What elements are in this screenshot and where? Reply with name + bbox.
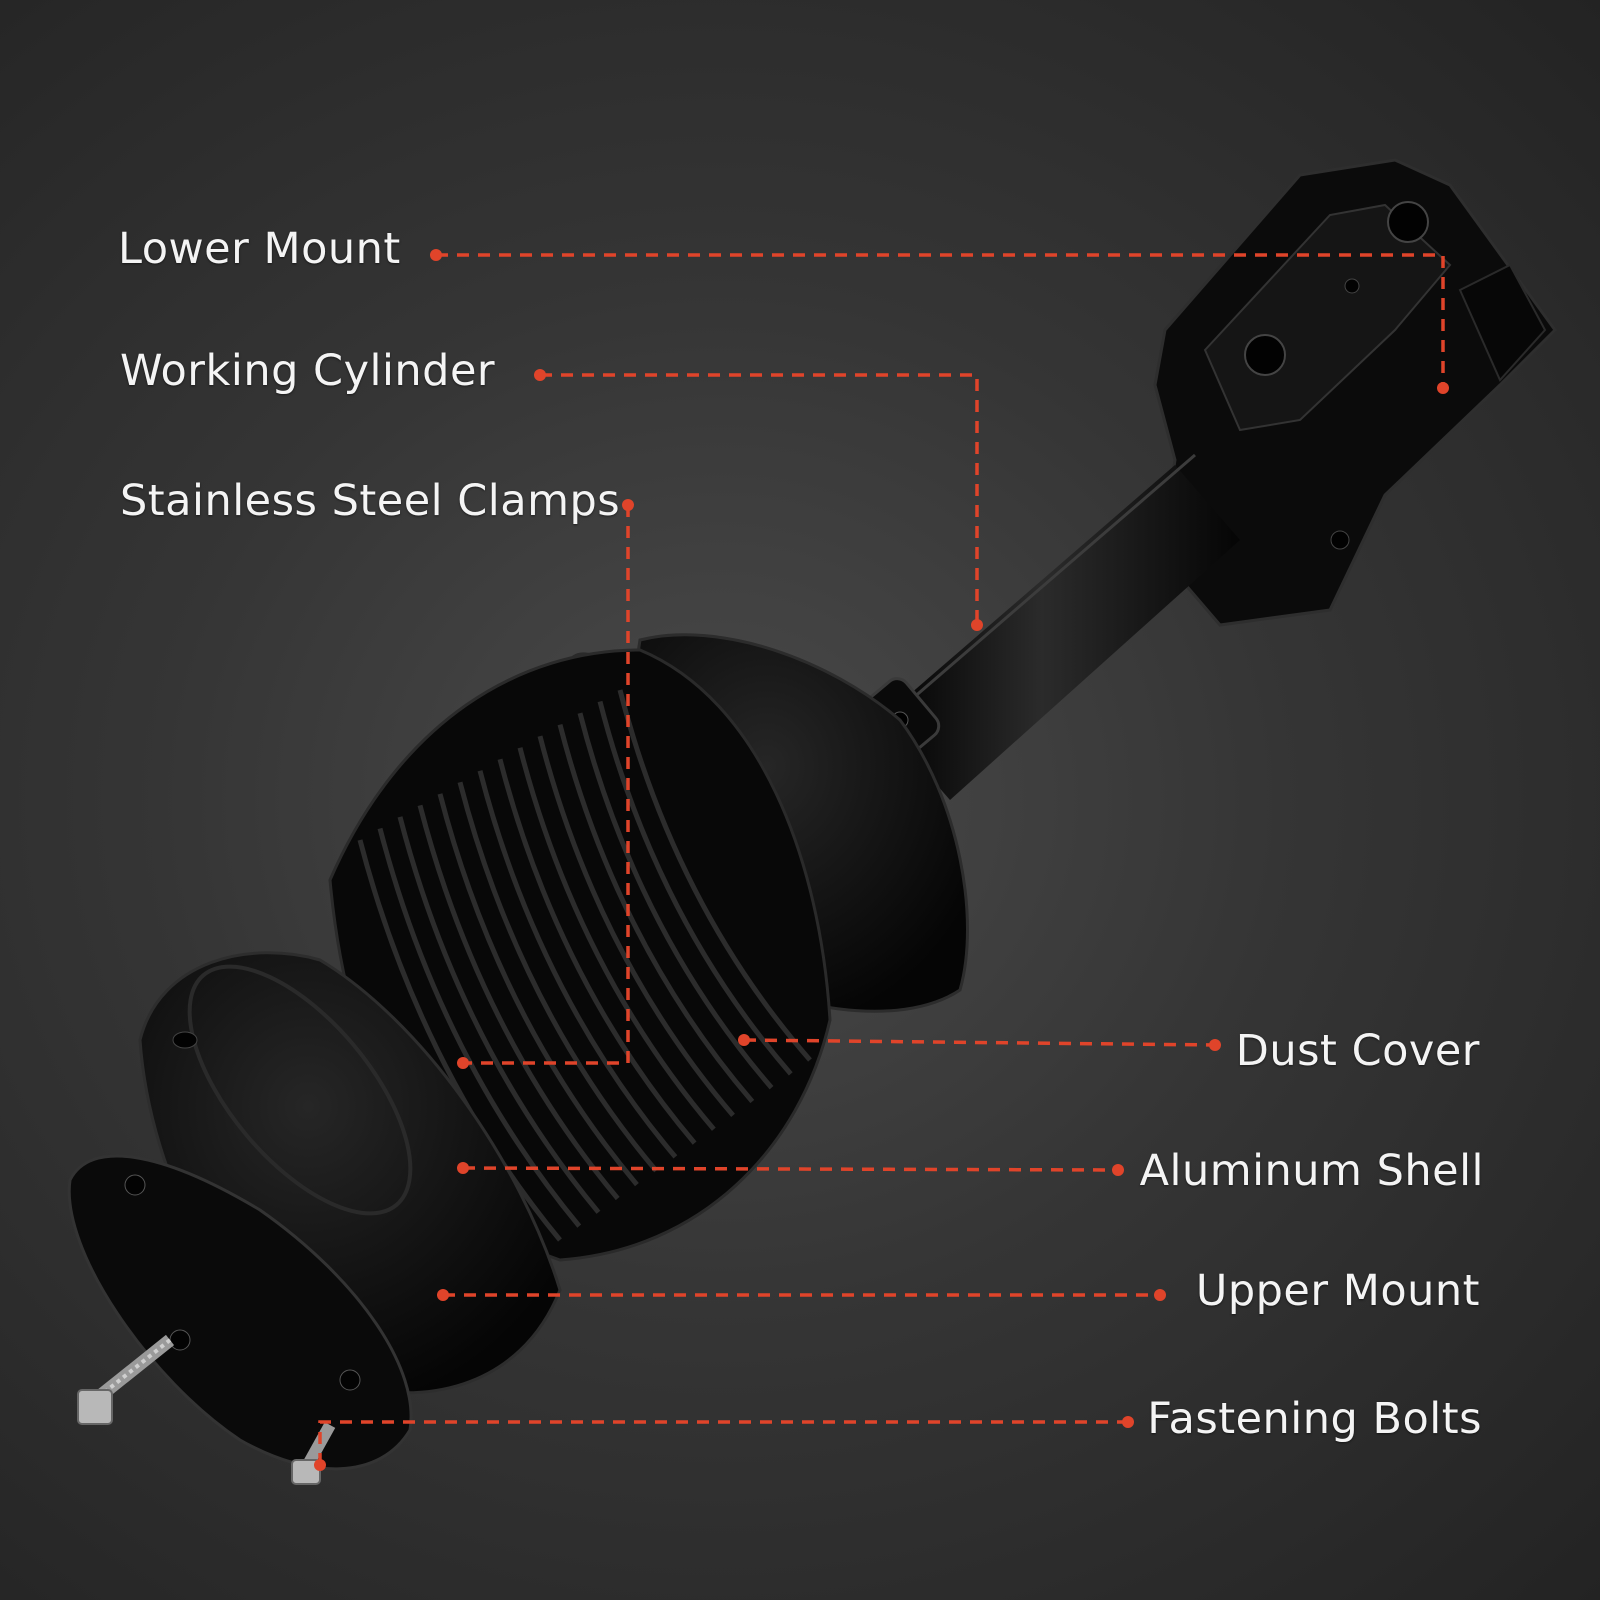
dot-upper-mount-part (437, 1289, 449, 1301)
bellows-rib (417, 804, 620, 1201)
label-lower-mount: Lower Mount (118, 224, 401, 274)
label-stainless-steel-clamps: Stainless Steel Clamps (120, 476, 621, 526)
leader-lower-mount (436, 253, 1445, 388)
bellows-rib (557, 723, 755, 1104)
leader-aluminum-shell (462, 1166, 1119, 1172)
dot-upper-mount-label (1154, 1289, 1166, 1301)
label-aluminum-shell: Aluminum Shell (1139, 1146, 1484, 1196)
label-working-cylinder: Working Cylinder (120, 346, 496, 396)
bellows-rib (517, 747, 716, 1131)
dot-lower-mount-label (430, 249, 442, 261)
dot-working-cylinder-part (971, 619, 983, 631)
dot-lower-mount-part (1437, 382, 1449, 394)
bellows-rib (457, 781, 659, 1173)
dot-clamps-label (622, 499, 634, 511)
leader-stainless-steel-clamps (463, 505, 630, 1065)
lower-mount-bracket (1153, 158, 1557, 627)
leader-lines (318, 253, 1445, 1465)
label-fastening-bolts: Fastening Bolts (1147, 1394, 1482, 1444)
dot-aluminum-shell-part (457, 1162, 469, 1174)
bellows-rib (477, 770, 678, 1159)
leader-dots (314, 249, 1449, 1471)
dot-fastening-bolts-part (314, 1459, 326, 1471)
bellows-rib (497, 758, 697, 1145)
fastening-bolts (77, 1334, 336, 1485)
bellows-rib (357, 839, 562, 1242)
leader-dust-cover (743, 1038, 1216, 1047)
label-dust-cover: Dust Cover (1235, 1026, 1480, 1076)
dot-dust-cover-label (1209, 1039, 1221, 1051)
bellows-rib (397, 816, 601, 1214)
leader-fastening-bolts (318, 1420, 1128, 1465)
dot-fastening-bolts-label (1122, 1416, 1134, 1428)
dot-dust-cover-part (738, 1034, 750, 1046)
upper-mount-plate (67, 1154, 413, 1471)
bellows-rib (577, 712, 774, 1090)
bellows-rib (437, 793, 639, 1187)
dot-aluminum-shell-label (1112, 1164, 1124, 1176)
bellows-rib (537, 735, 735, 1118)
bellows-rib (377, 827, 582, 1228)
label-upper-mount: Upper Mount (1195, 1266, 1480, 1316)
bellows-rib (617, 689, 812, 1062)
dot-clamps-part (457, 1057, 469, 1069)
bellows-rib (597, 700, 793, 1076)
dot-working-cylinder-label (534, 369, 546, 381)
